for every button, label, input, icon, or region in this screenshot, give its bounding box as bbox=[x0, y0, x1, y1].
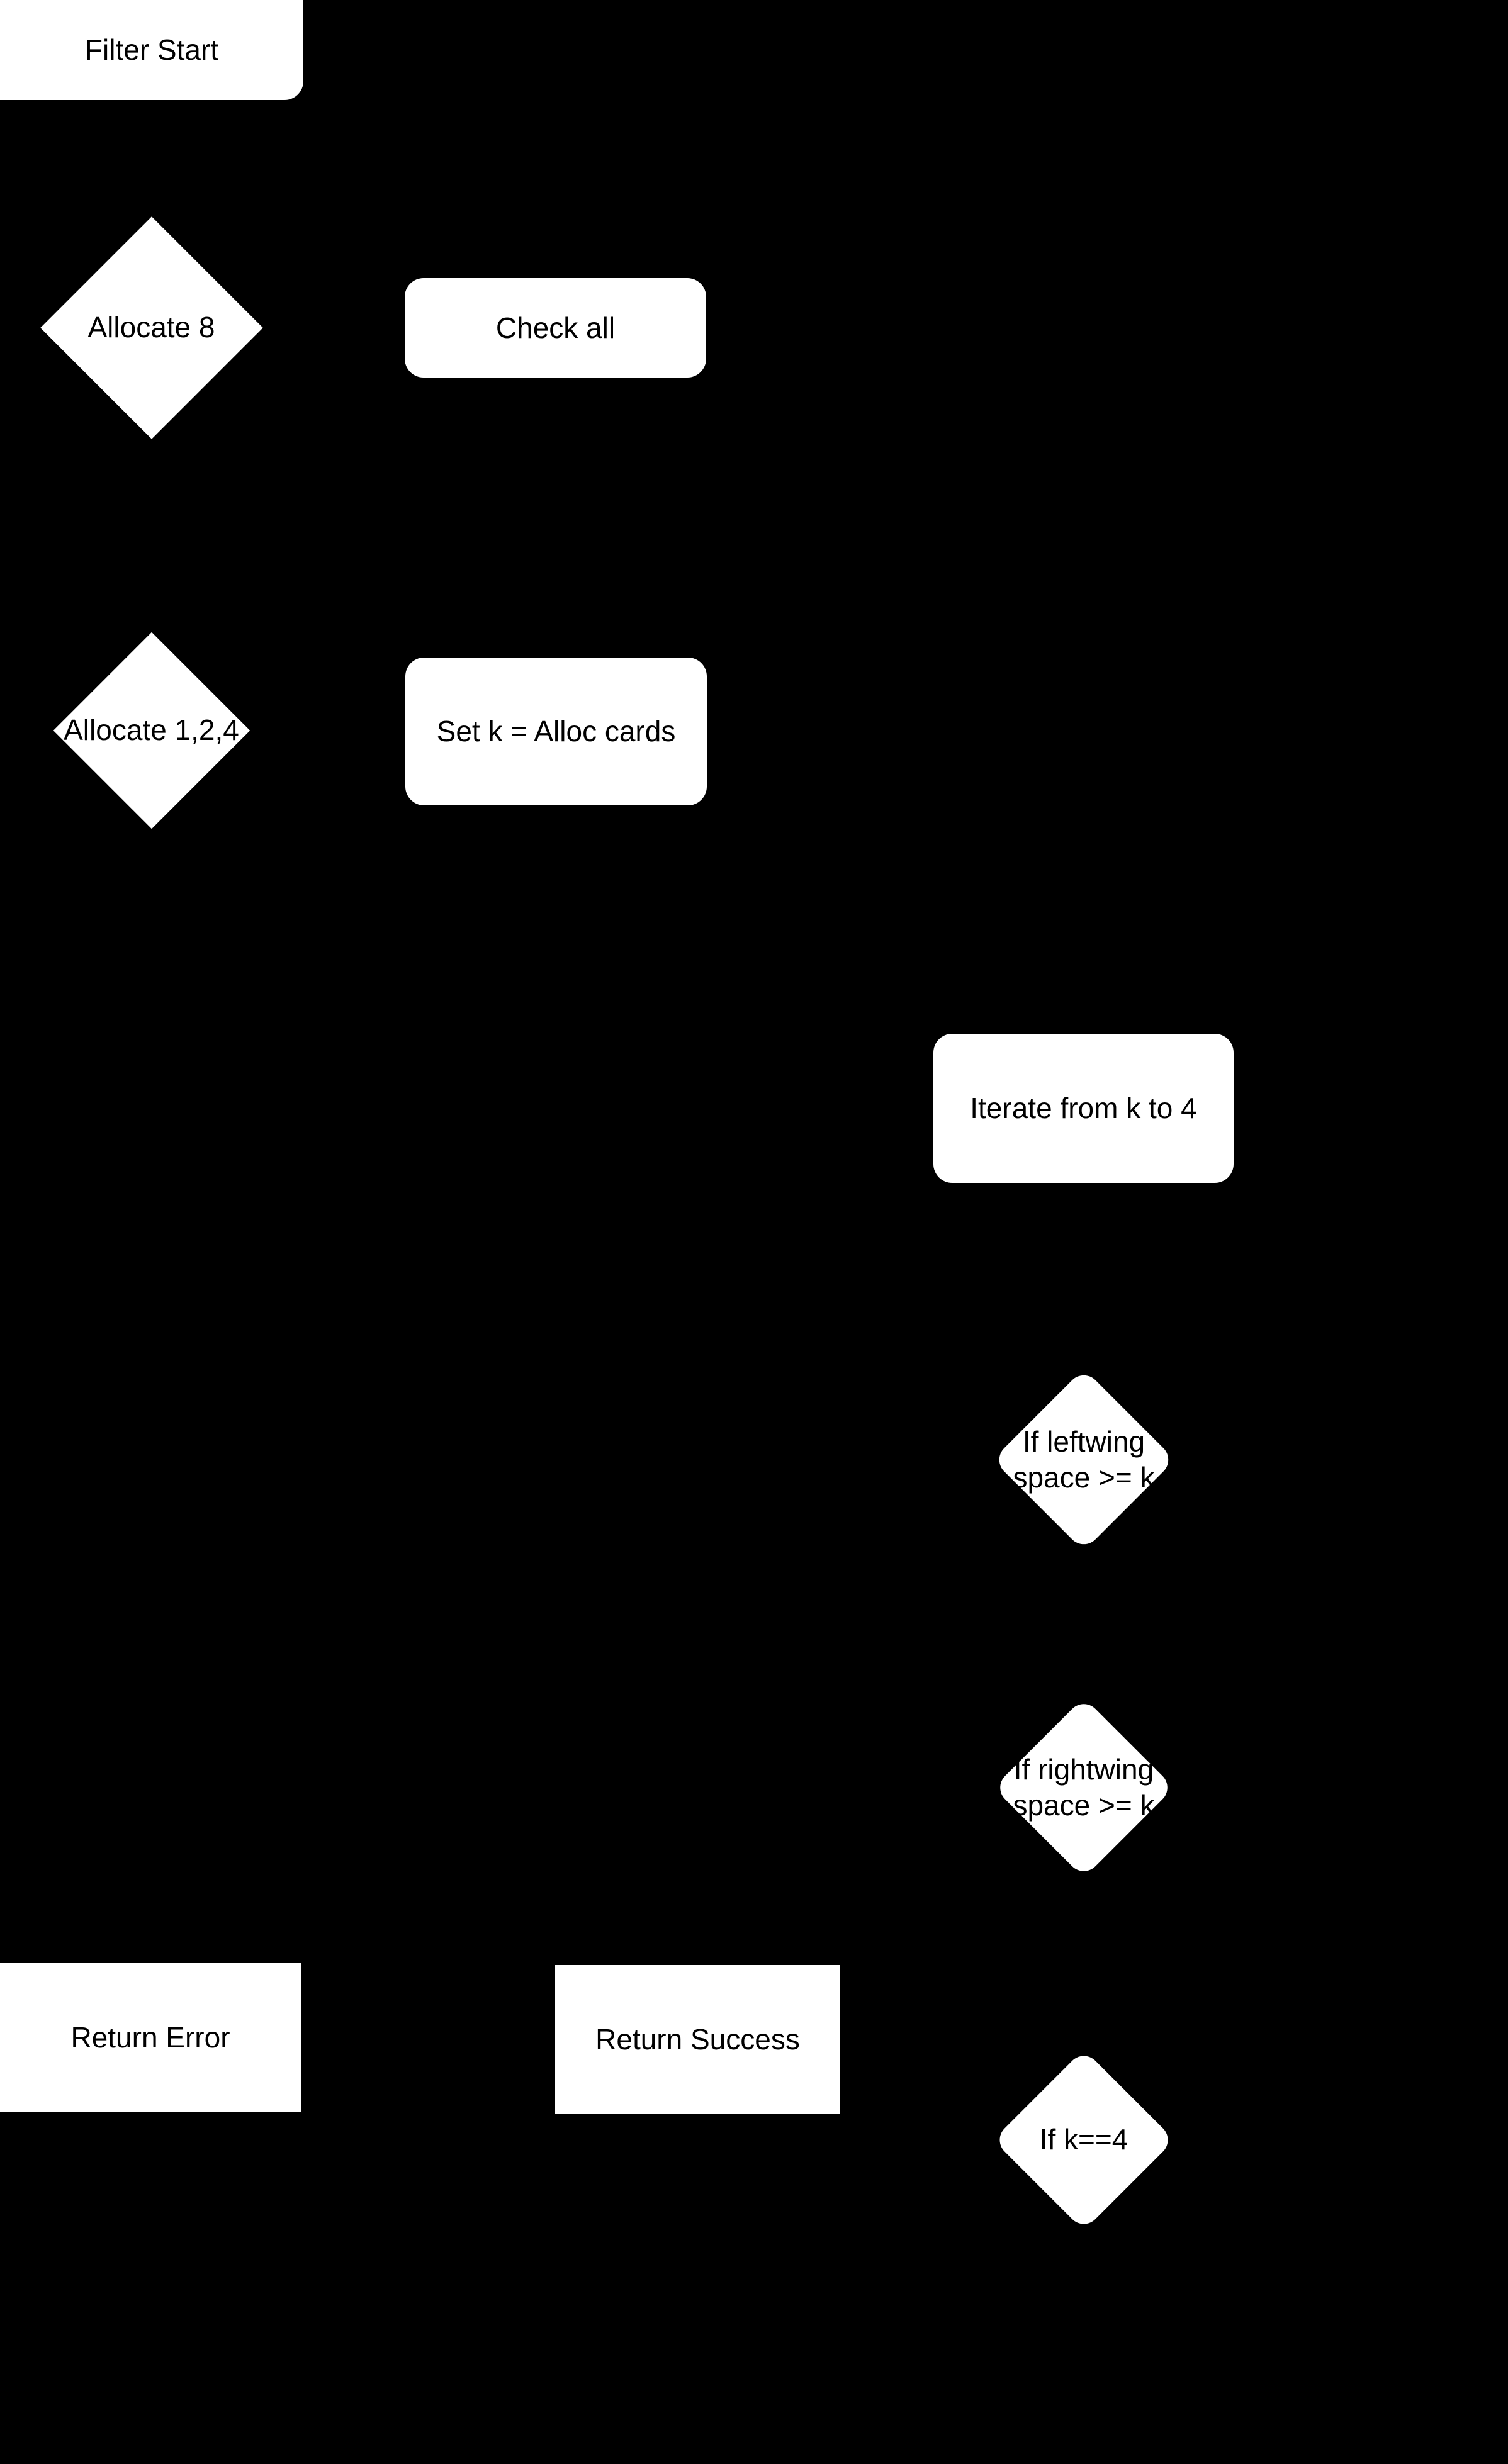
node-check-all[interactable]: Check all bbox=[405, 278, 706, 378]
node-set-k[interactable]: Set k = Alloc cards bbox=[405, 658, 707, 805]
node-if-leftwing-space-label: If leftwing space >= k bbox=[1013, 1424, 1154, 1496]
node-if-k-equals-4[interactable]: If k==4 bbox=[993, 2049, 1175, 2231]
node-if-rightwing-space-label: If rightwing space >= k bbox=[1013, 1752, 1154, 1823]
node-if-k-equals-4-label: If k==4 bbox=[1039, 2123, 1128, 2156]
node-allocate-1-2-4-label: Allocate 1,2,4 bbox=[64, 714, 239, 746]
node-check-all-label: Check all bbox=[495, 311, 616, 344]
node-if-rightwing-space-label-line2: space >= k bbox=[1013, 1788, 1155, 1822]
node-allocate-8-label: Allocate 8 bbox=[87, 311, 215, 344]
node-return-success[interactable]: Return Success bbox=[555, 1965, 840, 2114]
node-if-leftwing-space[interactable]: If leftwing space >= k bbox=[993, 1369, 1175, 1551]
node-allocate-1-2-4[interactable]: Allocate 1,2,4 bbox=[53, 632, 250, 829]
node-if-rightwing-space[interactable]: If rightwing space >= k bbox=[993, 1696, 1175, 1878]
node-set-k-label: Set k = Alloc cards bbox=[436, 715, 676, 748]
node-return-error[interactable]: Return Error bbox=[0, 1963, 301, 2112]
node-if-rightwing-space-label-line1: If rightwing bbox=[1013, 1752, 1154, 1786]
node-if-leftwing-space-label-line2: space >= k bbox=[1013, 1461, 1155, 1494]
node-filter-start[interactable]: Filter Start bbox=[0, 0, 303, 100]
node-iterate-k-to-4-label: Iterate from k to 4 bbox=[970, 1092, 1197, 1124]
node-return-success-label: Return Success bbox=[595, 2022, 800, 2056]
node-iterate-k-to-4[interactable]: Iterate from k to 4 bbox=[933, 1034, 1234, 1183]
node-allocate-8[interactable]: Allocate 8 bbox=[28, 216, 275, 439]
node-return-error-label: Return Error bbox=[70, 2021, 230, 2054]
node-if-leftwing-space-label-line1: If leftwing bbox=[1022, 1425, 1145, 1458]
node-filter-start-label: Filter Start bbox=[84, 33, 219, 66]
